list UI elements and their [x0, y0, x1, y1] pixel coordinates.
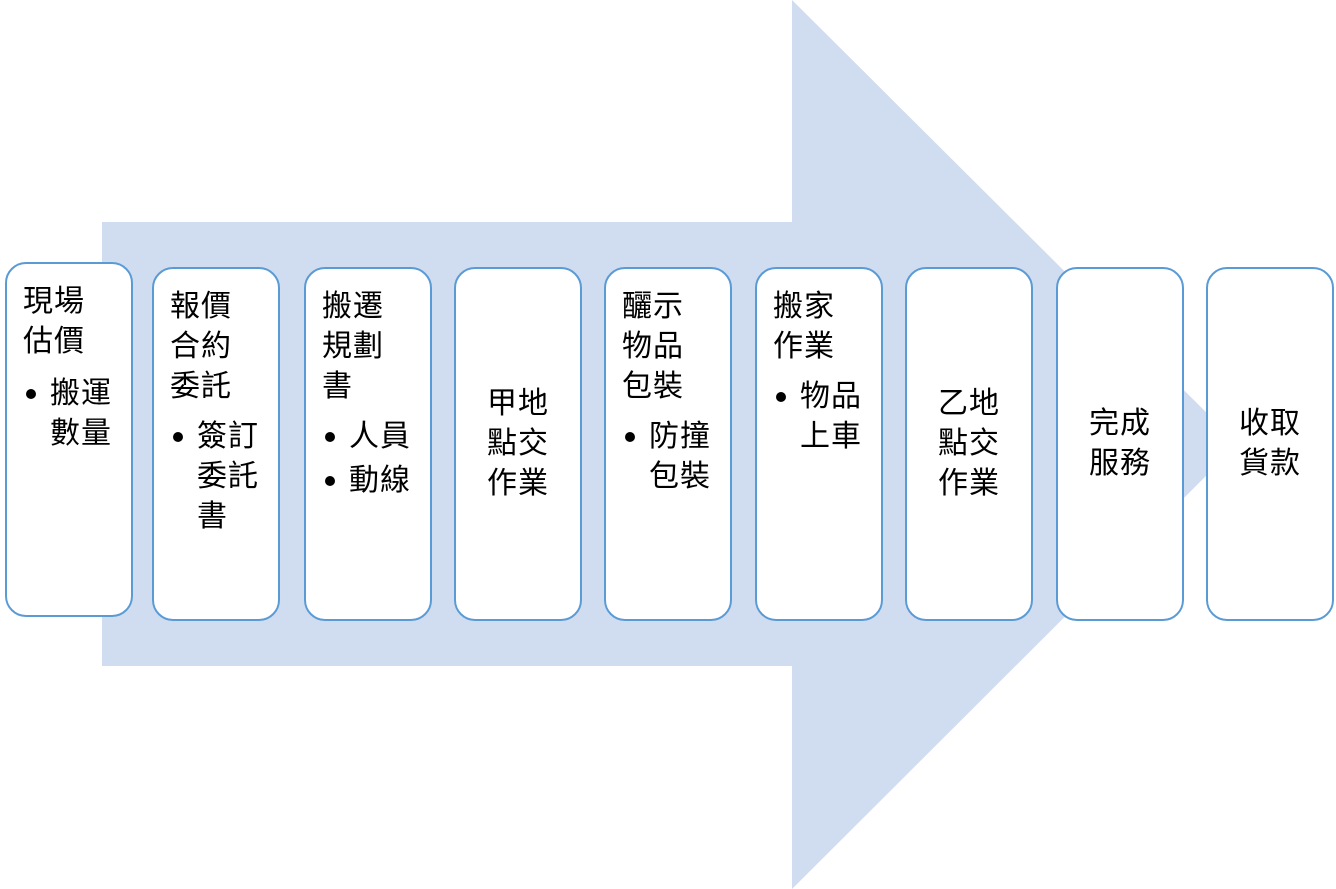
- step-box-7: 乙地 點交 作業: [905, 267, 1033, 621]
- step-title: 報價 合約 委託: [170, 289, 232, 404]
- bullet-item: 動線: [322, 461, 430, 501]
- step-title: 釃示 物品 包裝: [622, 289, 684, 404]
- bullet-text: 簽訂 委託 書: [197, 419, 259, 534]
- step-title: 完成 服務: [1089, 406, 1151, 481]
- bullet-list: 簽訂 委託 書: [170, 417, 278, 541]
- bullet-dot-icon: [26, 389, 36, 399]
- step-title: 收取 貨款: [1239, 406, 1301, 481]
- step-box-8: 完成 服務: [1056, 267, 1184, 621]
- bullet-text: 搬運 數量: [50, 376, 112, 451]
- bullet-text: 物品 上車: [800, 379, 862, 454]
- step-title: 搬遷 規劃 書: [322, 289, 384, 404]
- step-box-6: 搬家 作業物品 上車: [755, 267, 883, 621]
- bullet-list: 人員動線: [322, 417, 430, 505]
- bullet-text: 防撞 包裝: [649, 419, 711, 494]
- bullet-list: 物品 上車: [773, 377, 881, 461]
- step-title: 乙地 點交 作業: [938, 386, 1000, 501]
- bullet-item: 人員: [322, 417, 430, 457]
- step-title: 搬家 作業: [773, 289, 835, 364]
- bullet-item: 防撞 包裝: [622, 417, 730, 497]
- bullet-dot-icon: [776, 392, 786, 402]
- bullet-dot-icon: [173, 432, 183, 442]
- bullet-text: 人員: [349, 419, 411, 454]
- bullet-item: 簽訂 委託 書: [170, 417, 278, 537]
- step-box-3: 搬遷 規劃 書人員動線: [304, 267, 432, 621]
- bullet-dot-icon: [325, 432, 335, 442]
- step-box-5: 釃示 物品 包裝防撞 包裝: [604, 267, 732, 621]
- step-box-2: 報價 合約 委託簽訂 委託 書: [152, 267, 280, 621]
- step-box-9: 收取 貨款: [1206, 267, 1334, 621]
- bullet-dot-icon: [625, 432, 635, 442]
- step-title: 甲地 點交 作業: [487, 386, 549, 501]
- step-box-1: 現場 估價搬運 數量: [5, 262, 133, 617]
- step-title: 現場 估價: [23, 284, 85, 359]
- bullet-dot-icon: [325, 476, 335, 486]
- bullet-text: 動線: [349, 463, 411, 498]
- bullet-list: 防撞 包裝: [622, 417, 730, 501]
- bullet-list: 搬運 數量: [23, 374, 131, 458]
- step-box-4: 甲地 點交 作業: [454, 267, 582, 621]
- bullet-item: 搬運 數量: [23, 374, 131, 454]
- bullet-item: 物品 上車: [773, 377, 881, 457]
